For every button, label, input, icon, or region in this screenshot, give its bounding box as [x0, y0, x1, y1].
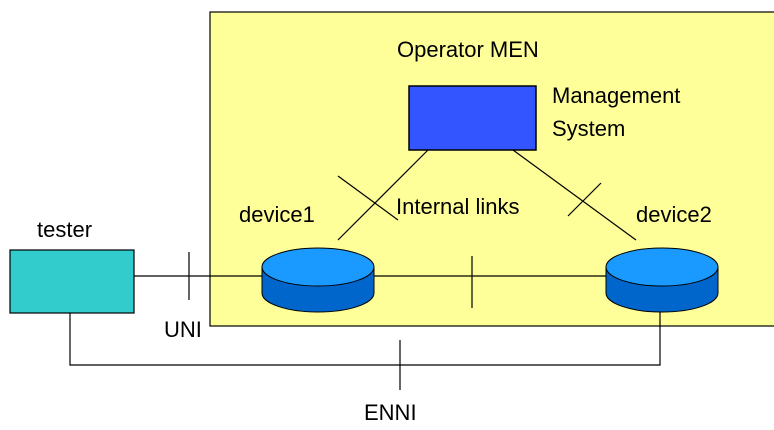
- internal-link-right-marker: [567, 182, 602, 217]
- device2-icon: [605, 247, 719, 313]
- uni-label: UNI: [164, 317, 202, 342]
- device1-icon: [261, 247, 375, 313]
- management-system-box: [408, 85, 537, 151]
- internal-link-left: [337, 149, 429, 241]
- device1-label: device1: [239, 202, 315, 227]
- internal-link-left-marker: [337, 175, 399, 221]
- device2-label: device2: [636, 202, 712, 227]
- tester-label: tester: [37, 217, 92, 242]
- enni-label: ENNI: [364, 400, 417, 425]
- internal-link-right: [512, 149, 637, 241]
- internal-links-label: Internal links: [396, 194, 520, 219]
- enni-link: [69, 300, 661, 366]
- tester-box: [9, 249, 135, 314]
- management-label-line2: System: [552, 116, 625, 141]
- management-label-line1: Management: [552, 83, 680, 108]
- operator-men-label: Operator MEN: [397, 37, 539, 62]
